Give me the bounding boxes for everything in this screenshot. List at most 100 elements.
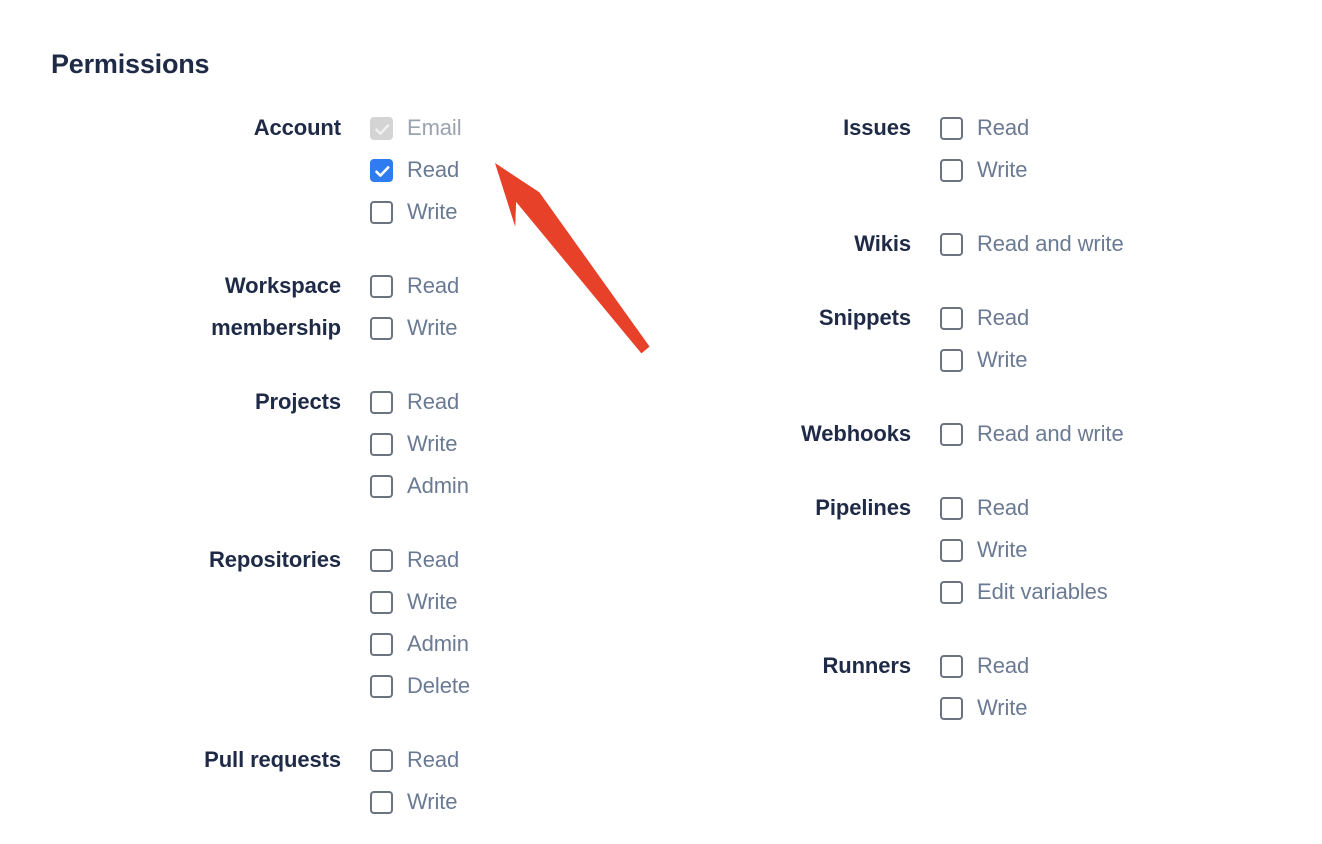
- checkbox-unchecked-icon[interactable]: [370, 200, 393, 224]
- permission-option-projects-read[interactable]: Read: [370, 381, 469, 423]
- checkbox-unchecked-icon[interactable]: [370, 474, 393, 498]
- permission-option-account-email[interactable]: Email: [370, 107, 462, 149]
- checkbox-unchecked-icon[interactable]: [940, 496, 963, 520]
- permission-option-repositories-read[interactable]: Read: [370, 539, 470, 581]
- checkbox-unchecked-icon[interactable]: [370, 674, 393, 698]
- checkbox-unchecked-icon[interactable]: [940, 580, 963, 604]
- permission-option-repositories-admin[interactable]: Admin: [370, 623, 470, 665]
- permission-group-label: Pipelines: [815, 495, 911, 520]
- permission-option-pull-requests-write[interactable]: Write: [370, 781, 459, 823]
- checkbox-checked-icon[interactable]: [370, 158, 393, 182]
- checkmark-icon: [375, 165, 390, 177]
- permission-option-workspace-membership-write[interactable]: Write: [370, 307, 459, 349]
- checkbox-unchecked-icon[interactable]: [370, 274, 393, 298]
- permission-options: Read and write: [940, 223, 1124, 265]
- permission-option-workspace-membership-read[interactable]: Read: [370, 265, 459, 307]
- checkbox-unchecked-icon[interactable]: [940, 348, 963, 372]
- permission-option-label: Write: [977, 695, 1028, 720]
- permission-group-label: Workspace membership: [211, 273, 341, 340]
- checkbox-unchecked-icon[interactable]: [940, 158, 963, 182]
- permission-option-account-read[interactable]: Read: [370, 149, 462, 191]
- permission-option-pipelines-edit-variables[interactable]: Edit variables: [940, 571, 1108, 613]
- permission-option-label: Write: [407, 589, 458, 614]
- permission-option-label: Email: [407, 115, 462, 140]
- permission-option-label: Read: [977, 305, 1030, 330]
- checkbox-unchecked-icon[interactable]: [370, 432, 393, 456]
- permission-option-label: Read and write: [977, 421, 1124, 446]
- checkbox-unchecked-icon[interactable]: [940, 232, 963, 256]
- permission-option-issues-read[interactable]: Read: [940, 107, 1029, 149]
- permission-option-label: Read: [977, 653, 1030, 678]
- checkbox-unchecked-icon[interactable]: [370, 632, 393, 656]
- permission-option-label: Write: [407, 199, 458, 224]
- checkbox-unchecked-icon[interactable]: [940, 654, 963, 678]
- permission-group-label: Account: [253, 115, 341, 140]
- permission-option-label: Read: [977, 115, 1030, 140]
- permission-option-label: Write: [977, 537, 1028, 562]
- checkbox-unchecked-icon[interactable]: [370, 316, 393, 340]
- checkbox-unchecked-icon[interactable]: [940, 538, 963, 562]
- checkbox-unchecked-icon[interactable]: [370, 748, 393, 772]
- permission-option-label: Delete: [407, 673, 470, 698]
- checkbox-unchecked-icon[interactable]: [940, 422, 963, 446]
- permission-option-label: Read: [407, 747, 460, 772]
- permission-option-repositories-write[interactable]: Write: [370, 581, 470, 623]
- permission-option-label: Write: [407, 431, 458, 456]
- permission-option-webhooks-read-and-write[interactable]: Read and write: [940, 413, 1124, 455]
- permission-group-label: Webhooks: [800, 421, 911, 446]
- permission-group-label: Runners: [822, 653, 911, 678]
- permission-group-webhooks: Webhooks Read and write: [661, 413, 1124, 455]
- permission-option-label: Read and write: [977, 231, 1124, 256]
- permission-group-label: Issues: [843, 115, 911, 140]
- permission-option-label: Admin: [407, 473, 469, 498]
- checkbox-unchecked-icon[interactable]: [370, 548, 393, 572]
- permission-option-wikis-read-and-write[interactable]: Read and write: [940, 223, 1124, 265]
- permission-option-projects-admin[interactable]: Admin: [370, 465, 469, 507]
- permission-option-pipelines-write[interactable]: Write: [940, 529, 1108, 571]
- checkbox-unchecked-icon[interactable]: [940, 116, 963, 140]
- permission-option-label: Read: [407, 547, 460, 572]
- permission-option-projects-write[interactable]: Write: [370, 423, 469, 465]
- permission-option-snippets-write[interactable]: Write: [940, 339, 1029, 381]
- permission-option-label: Edit variables: [977, 579, 1108, 604]
- permission-option-label: Read: [407, 157, 460, 182]
- permission-option-pull-requests-read[interactable]: Read: [370, 739, 459, 781]
- permission-group-label: Pull requests: [204, 747, 341, 772]
- permission-option-label: Write: [977, 347, 1028, 372]
- permission-option-snippets-read[interactable]: Read: [940, 297, 1029, 339]
- permission-group-wikis: Wikis Read and write: [661, 223, 1123, 265]
- page-title: Permissions: [51, 49, 210, 79]
- checkbox-unchecked-icon[interactable]: [370, 390, 393, 414]
- checkbox-unchecked-icon[interactable]: [940, 696, 963, 720]
- permission-option-pipelines-read[interactable]: Read: [940, 487, 1108, 529]
- permission-option-runners-read[interactable]: Read: [940, 645, 1029, 687]
- permission-option-account-write[interactable]: Write: [370, 191, 462, 233]
- permission-option-label: Write: [407, 789, 458, 814]
- permission-option-label: Write: [977, 157, 1028, 182]
- checkbox-unchecked-icon[interactable]: [940, 306, 963, 330]
- permission-option-repositories-delete[interactable]: Delete: [370, 665, 470, 707]
- permission-option-label: Write: [407, 315, 458, 340]
- checkbox-disabled-icon: [370, 116, 393, 140]
- permission-group-label: Wikis: [854, 231, 911, 256]
- permission-option-label: Read: [407, 273, 460, 298]
- permission-group-label: Snippets: [818, 305, 911, 330]
- checkbox-unchecked-icon[interactable]: [370, 590, 393, 614]
- permission-option-issues-write[interactable]: Write: [940, 149, 1029, 191]
- permission-option-runners-write[interactable]: Write: [940, 687, 1029, 729]
- checkbox-unchecked-icon[interactable]: [370, 790, 393, 814]
